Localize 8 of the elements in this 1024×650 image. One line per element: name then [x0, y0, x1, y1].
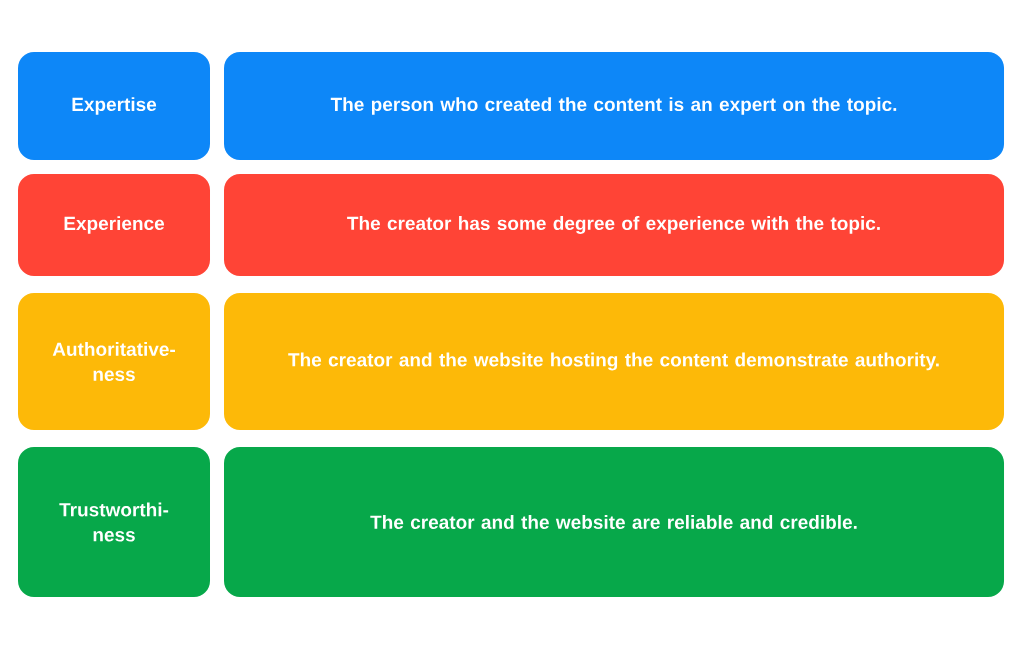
category-box: Trustworthi-ness	[18, 447, 210, 597]
category-box: Experience	[18, 174, 210, 276]
description-box: The person who created the content is an expert on the topic.	[224, 52, 1004, 160]
category-box: Authoritative-ness	[18, 293, 210, 430]
description-box: The creator has some degree of experience with the topic.	[224, 174, 1004, 276]
description-box: The creator and the website hosting the content demonstrate authority.	[224, 293, 1004, 430]
description-box: The creator and the website are reliable and credible.	[224, 447, 1004, 597]
category-box: Expertise	[18, 52, 210, 160]
